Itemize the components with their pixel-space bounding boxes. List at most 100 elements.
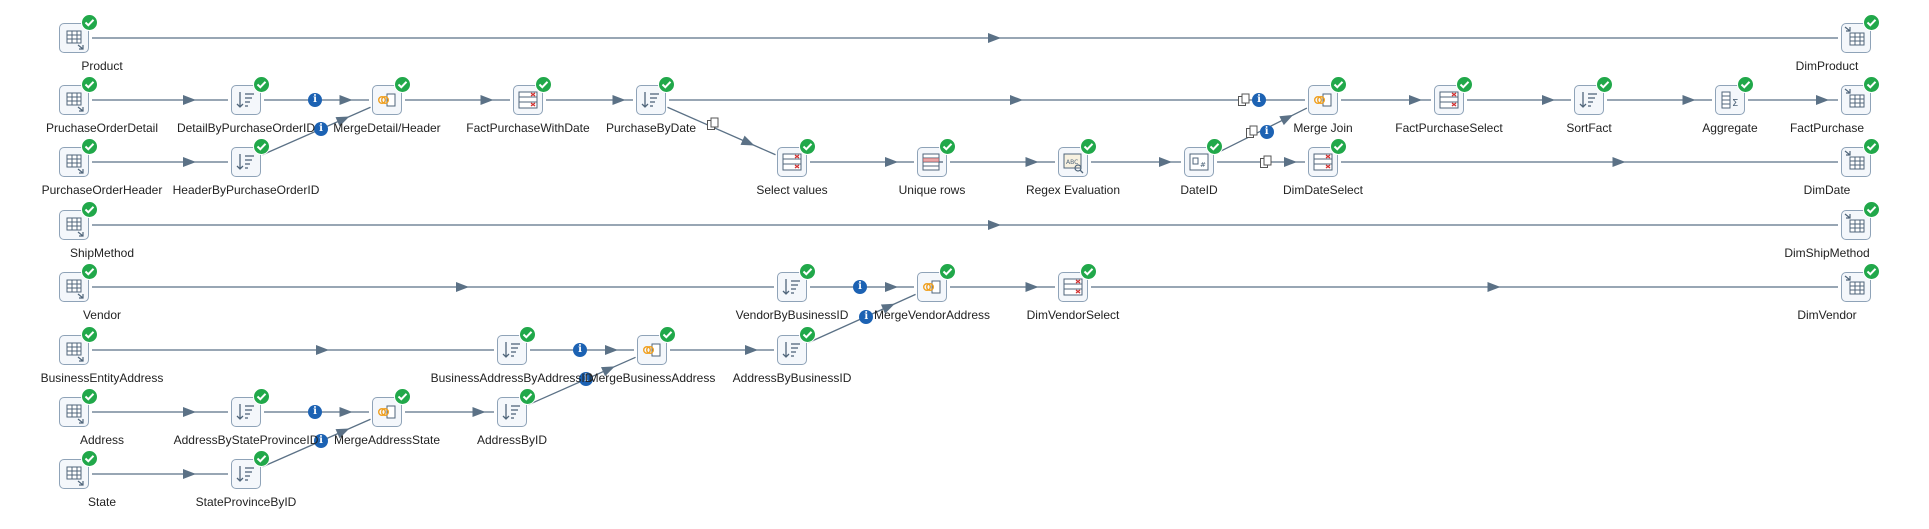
step-label: FactPurchase	[1789, 121, 1865, 135]
copy-rows-icon	[1245, 125, 1258, 139]
step-label: PurchaseByDate	[605, 121, 697, 135]
step-ship-method[interactable]	[59, 201, 98, 240]
step-merge-detail-header[interactable]	[372, 76, 411, 115]
checkmark-icon	[1863, 76, 1880, 93]
checkmark-icon	[81, 138, 98, 155]
checkmark-icon	[253, 76, 270, 93]
checkmark-icon	[1330, 76, 1347, 93]
step-business-address-by-address-id[interactable]	[497, 326, 536, 365]
checkmark-icon	[81, 450, 98, 467]
step-label: PruchaseOrderDetail	[45, 121, 159, 135]
step-dim-vendor-select[interactable]	[1058, 263, 1097, 302]
checkmark-icon	[939, 263, 956, 280]
step-dim-vendor[interactable]	[1841, 263, 1880, 302]
info-icon: i	[853, 280, 867, 294]
step-fact-purchase-with-date[interactable]	[513, 76, 552, 115]
step-business-entity-address[interactable]	[59, 326, 98, 365]
step-address-by-business-id[interactable]	[777, 326, 816, 365]
step-label: FactPurchaseWithDate	[466, 121, 590, 135]
sort-rows-icon	[782, 342, 800, 358]
unique-rows-icon	[922, 153, 943, 171]
step-purchase-order-header[interactable]	[59, 138, 98, 177]
step-product[interactable]	[59, 14, 98, 53]
step-sort-fact[interactable]	[1574, 76, 1613, 115]
copy-rows-icon	[1238, 93, 1250, 106]
checkmark-icon	[1330, 138, 1347, 155]
checkmark-icon	[799, 326, 816, 343]
table-output-icon	[1844, 275, 1865, 295]
step-label: BusinessEntityAddress	[40, 371, 164, 385]
sort-rows-icon	[782, 279, 800, 295]
regex-evaluation-icon: ABC	[1063, 153, 1084, 174]
checkmark-icon	[1080, 263, 1097, 280]
step-vendor-by-business-id[interactable]	[777, 263, 816, 302]
step-label: State	[87, 495, 117, 509]
sort-rows-icon	[236, 92, 254, 108]
step-select-values[interactable]	[777, 138, 816, 177]
step-address-by-id[interactable]	[497, 388, 536, 427]
svg-text:Σ: Σ	[1732, 98, 1738, 109]
step-merge-address-state[interactable]	[372, 388, 411, 427]
step-merge-business-address[interactable]	[637, 326, 676, 365]
step-label: AddressByID	[476, 433, 548, 447]
checkmark-icon	[519, 388, 536, 405]
step-box	[777, 335, 807, 365]
step-label: DimShipMethod	[1784, 246, 1870, 260]
step-label: AddressByStateProvinceID	[173, 433, 319, 447]
info-icon: i	[579, 372, 594, 387]
step-address-by-state-province-id[interactable]	[231, 388, 270, 427]
info-icon: i	[1252, 93, 1266, 107]
hop-arrow	[183, 469, 196, 479]
step-label: Merge Join	[1293, 121, 1353, 135]
step-dim-ship-method[interactable]	[1841, 201, 1880, 240]
step-state[interactable]	[59, 450, 98, 489]
step-detail-by-purchase-order-id[interactable]	[231, 76, 270, 115]
hop-arrow	[183, 95, 196, 105]
hop-arrow	[1010, 95, 1023, 105]
step-state-province-by-id[interactable]	[231, 450, 270, 489]
hop-arrow	[601, 366, 615, 377]
hop-purchase-by-date-to-select-values[interactable]	[667, 106, 776, 156]
checkmark-icon	[81, 388, 98, 405]
sort-rows-icon	[236, 404, 254, 420]
step-merge-vendor-address[interactable]	[917, 263, 956, 302]
step-label: DateID	[1180, 183, 1218, 197]
step-date-id[interactable]: #	[1184, 138, 1223, 177]
merge-join-icon	[377, 405, 396, 419]
checkmark-icon	[253, 138, 270, 155]
step-dim-date[interactable]	[1841, 138, 1880, 177]
step-label: SortFact	[1566, 121, 1612, 135]
step-dim-date-select[interactable]	[1308, 138, 1347, 177]
step-dim-product[interactable]	[1841, 14, 1880, 53]
step-vendor[interactable]	[59, 263, 98, 302]
step-purchase-by-date[interactable]	[636, 76, 675, 115]
step-merge-join[interactable]	[1308, 76, 1347, 115]
step-regex-evaluation[interactable]: ABC	[1058, 138, 1097, 177]
step-header-by-purchase-order-id[interactable]	[231, 138, 270, 177]
select-values-icon	[1313, 153, 1333, 171]
step-address[interactable]	[59, 388, 98, 427]
step-label: StateProvinceByID	[195, 495, 297, 509]
step-pruchase-order-detail[interactable]	[59, 76, 98, 115]
hop-arrow	[988, 220, 1001, 230]
info-icon: i	[573, 343, 587, 357]
step-aggregate[interactable]: Σ	[1715, 76, 1754, 115]
merge-join-icon	[1313, 93, 1332, 107]
hop-arrow	[1025, 157, 1039, 167]
table-input-icon	[66, 217, 84, 237]
hop-arrow	[335, 116, 350, 127]
step-unique-rows[interactable]	[917, 138, 956, 177]
sort-rows-icon	[236, 466, 254, 482]
table-input-icon	[66, 92, 84, 112]
svg-text:#: #	[1200, 161, 1206, 169]
checkmark-icon	[1737, 76, 1754, 93]
merge-join-icon	[377, 93, 396, 107]
step-label: Unique rows	[898, 183, 966, 197]
checkmark-icon	[394, 76, 411, 93]
step-fact-purchase[interactable]	[1841, 76, 1880, 115]
step-label: ShipMethod	[69, 246, 135, 260]
checkmark-icon	[253, 388, 270, 405]
step-fact-purchase-select[interactable]	[1434, 76, 1473, 115]
